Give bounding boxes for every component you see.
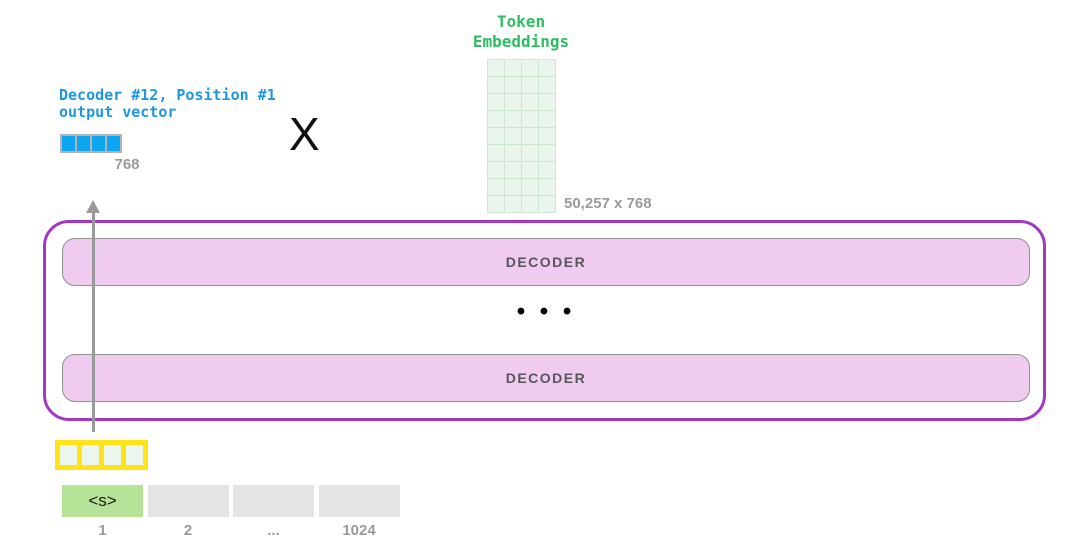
embedding-matrix-cell: [539, 77, 555, 93]
embedding-matrix-cell: [539, 94, 555, 110]
embedding-matrix-cell: [505, 196, 521, 212]
token-cell-start: <s>: [62, 485, 143, 517]
position-label-2: 2: [183, 522, 193, 539]
embedding-matrix-cell: [488, 94, 504, 110]
output-vector-cell: [62, 136, 75, 151]
position-label-1: 1: [98, 522, 107, 539]
embedding-matrix-cell: [505, 60, 521, 76]
token-row: <s>: [62, 485, 400, 517]
embedding-matrix-cell: [522, 179, 538, 195]
position-label-ellipsis: ...: [267, 522, 280, 539]
embedding-matrix-cell: [488, 196, 504, 212]
token-cell: [318, 485, 400, 517]
token-embeddings-title: Token Embeddings: [472, 12, 570, 51]
embedding-matrix-cell: [488, 179, 504, 195]
embedding-matrix-cell: [505, 128, 521, 144]
output-vector-caption: Decoder #12, Position #1 output vector: [59, 86, 276, 121]
flow-arrow-line: [92, 213, 95, 432]
stack-ellipsis: • • •: [516, 298, 576, 325]
embedding-matrix-cell: [505, 111, 521, 127]
embedding-matrix-cell: [488, 60, 504, 76]
flow-arrow-head-icon: [86, 200, 100, 213]
embedding-matrix-cell: [505, 77, 521, 93]
output-vector-cell: [77, 136, 90, 151]
decoder-block-bottom: DECODER: [62, 354, 1030, 402]
position-labels: 1 2 ... 1024: [62, 522, 400, 539]
token-cell: [147, 485, 229, 517]
embeddings-dimensions-label: 50,257 x 768: [564, 195, 652, 212]
embedding-matrix-cell: [522, 128, 538, 144]
input-vector-cell: [104, 445, 121, 465]
embedding-matrix-cell: [505, 94, 521, 110]
embedding-matrix-cell: [522, 60, 538, 76]
position-label-1024: 1024: [342, 522, 376, 539]
embedding-matrix-cell: [539, 196, 555, 212]
output-vector-cell: [92, 136, 105, 151]
embedding-matrix-cell: [539, 145, 555, 161]
embedding-matrix-cell: [522, 94, 538, 110]
embedding-matrix-cell: [488, 145, 504, 161]
embedding-matrix-cell: [522, 162, 538, 178]
embedding-matrix-cell: [539, 128, 555, 144]
input-vector-cell: [126, 445, 143, 465]
embedding-matrix-cell: [488, 77, 504, 93]
output-vector: [60, 134, 122, 153]
input-embedding-vector: [55, 440, 148, 470]
embedding-matrix-cell: [505, 145, 521, 161]
embedding-matrix-cell: [488, 111, 504, 127]
input-vector-cell: [82, 445, 99, 465]
token-cell: [233, 485, 314, 517]
input-vector-cell: [60, 445, 77, 465]
embedding-matrix-cell: [522, 196, 538, 212]
embedding-matrix-cell: [505, 179, 521, 195]
embedding-matrix-cell: [539, 179, 555, 195]
decoder-block-top: DECODER: [62, 238, 1030, 286]
embedding-matrix-cell: [539, 111, 555, 127]
embedding-matrix-cell: [488, 128, 504, 144]
embedding-matrix-cell: [539, 60, 555, 76]
embedding-matrix-cell: [539, 162, 555, 178]
token-embeddings-matrix: [487, 59, 556, 213]
embedding-matrix-cell: [505, 162, 521, 178]
embedding-matrix-cell: [522, 77, 538, 93]
multiplication-symbol: X: [289, 108, 320, 160]
embedding-matrix-cell: [522, 111, 538, 127]
output-vector-dimension-label: 768: [114, 156, 140, 173]
output-vector-cell: [107, 136, 120, 151]
embedding-matrix-cell: [522, 145, 538, 161]
embedding-matrix-cell: [488, 162, 504, 178]
